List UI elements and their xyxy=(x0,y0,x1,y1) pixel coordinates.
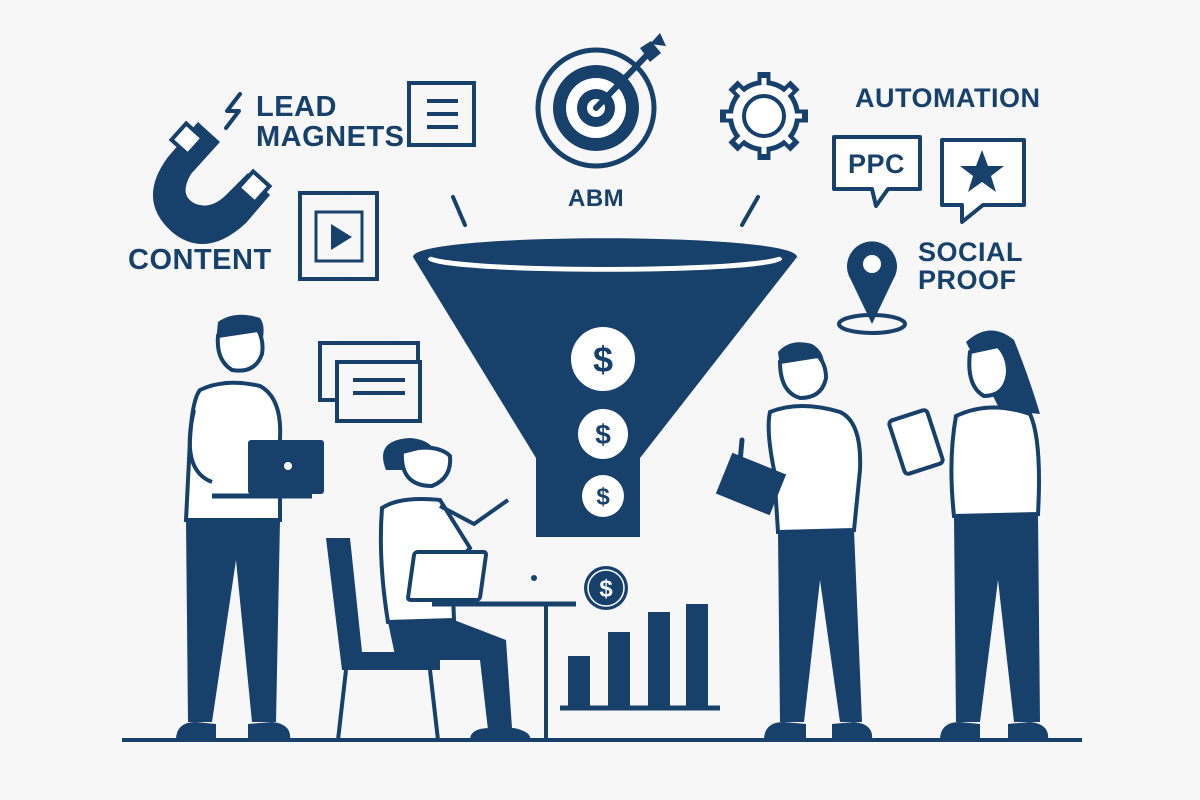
label-lead-magnets: LEAD MAGNETS xyxy=(256,92,405,153)
coin-symbol: $ xyxy=(599,576,613,603)
coin-icon xyxy=(584,566,628,610)
label-ppc: PPC xyxy=(848,149,906,179)
woman-with-tablet xyxy=(887,330,1049,740)
label-social-proof-line2: PROOF xyxy=(918,265,1017,296)
coins: $ $ $ $ xyxy=(571,327,635,610)
seated-person xyxy=(326,438,576,741)
magnet-icon xyxy=(152,92,273,245)
star-bubble-icon xyxy=(940,138,1026,224)
label-lead-magnets-line2: MAGNETS xyxy=(256,121,405,154)
person-with-laptop xyxy=(176,314,324,740)
gear-icon xyxy=(720,72,808,160)
coin-ring xyxy=(587,569,625,607)
coin-symbol: $ xyxy=(595,419,611,450)
location-pin-icon xyxy=(837,241,907,335)
chat-card-icon xyxy=(318,341,422,423)
coin-icon xyxy=(578,409,628,459)
funnel-rays xyxy=(451,195,760,227)
document-icon xyxy=(407,81,476,147)
target-icon xyxy=(535,33,666,169)
coin-symbol: $ xyxy=(596,484,610,511)
label-social-proof-line1: SOCIAL xyxy=(918,237,1024,267)
video-icon xyxy=(298,191,379,281)
coin-symbol: $ xyxy=(593,339,613,380)
label-social-proof: SOCIAL PROOF xyxy=(918,238,1023,295)
speech-bubble-icon xyxy=(832,135,922,208)
label-content: CONTENT xyxy=(128,244,272,276)
person-with-clipboard xyxy=(715,342,873,740)
coin-icon xyxy=(571,327,635,391)
label-abm: ABM xyxy=(568,185,625,212)
label-automation: AUTOMATION xyxy=(855,83,1041,113)
label-lead-magnets-line1: LEAD xyxy=(256,91,337,123)
bar-chart-icon xyxy=(560,604,720,711)
coin-icon xyxy=(582,475,624,517)
